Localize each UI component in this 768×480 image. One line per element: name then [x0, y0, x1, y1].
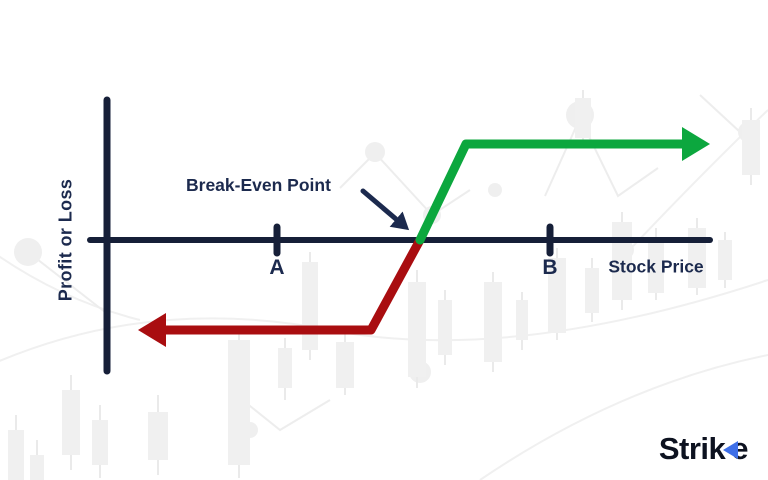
watermark-candles — [8, 98, 760, 480]
watermark-network — [27, 94, 741, 432]
x-axis-label: Stock Price — [608, 256, 704, 277]
profit-line — [415, 127, 710, 245]
break-even-label: Break-Even Point — [186, 175, 331, 195]
break-even-arrow — [360, 188, 410, 231]
loss-line — [138, 235, 425, 347]
y-axis-label: Profit or Loss — [55, 178, 76, 302]
strike-logo-text: Strik — [658, 431, 726, 466]
point-a-label: A — [269, 256, 285, 279]
strike-logo: Strik e — [658, 431, 749, 467]
point-b-label: B — [542, 256, 558, 279]
strike-logo-arrow-icon — [723, 441, 739, 459]
